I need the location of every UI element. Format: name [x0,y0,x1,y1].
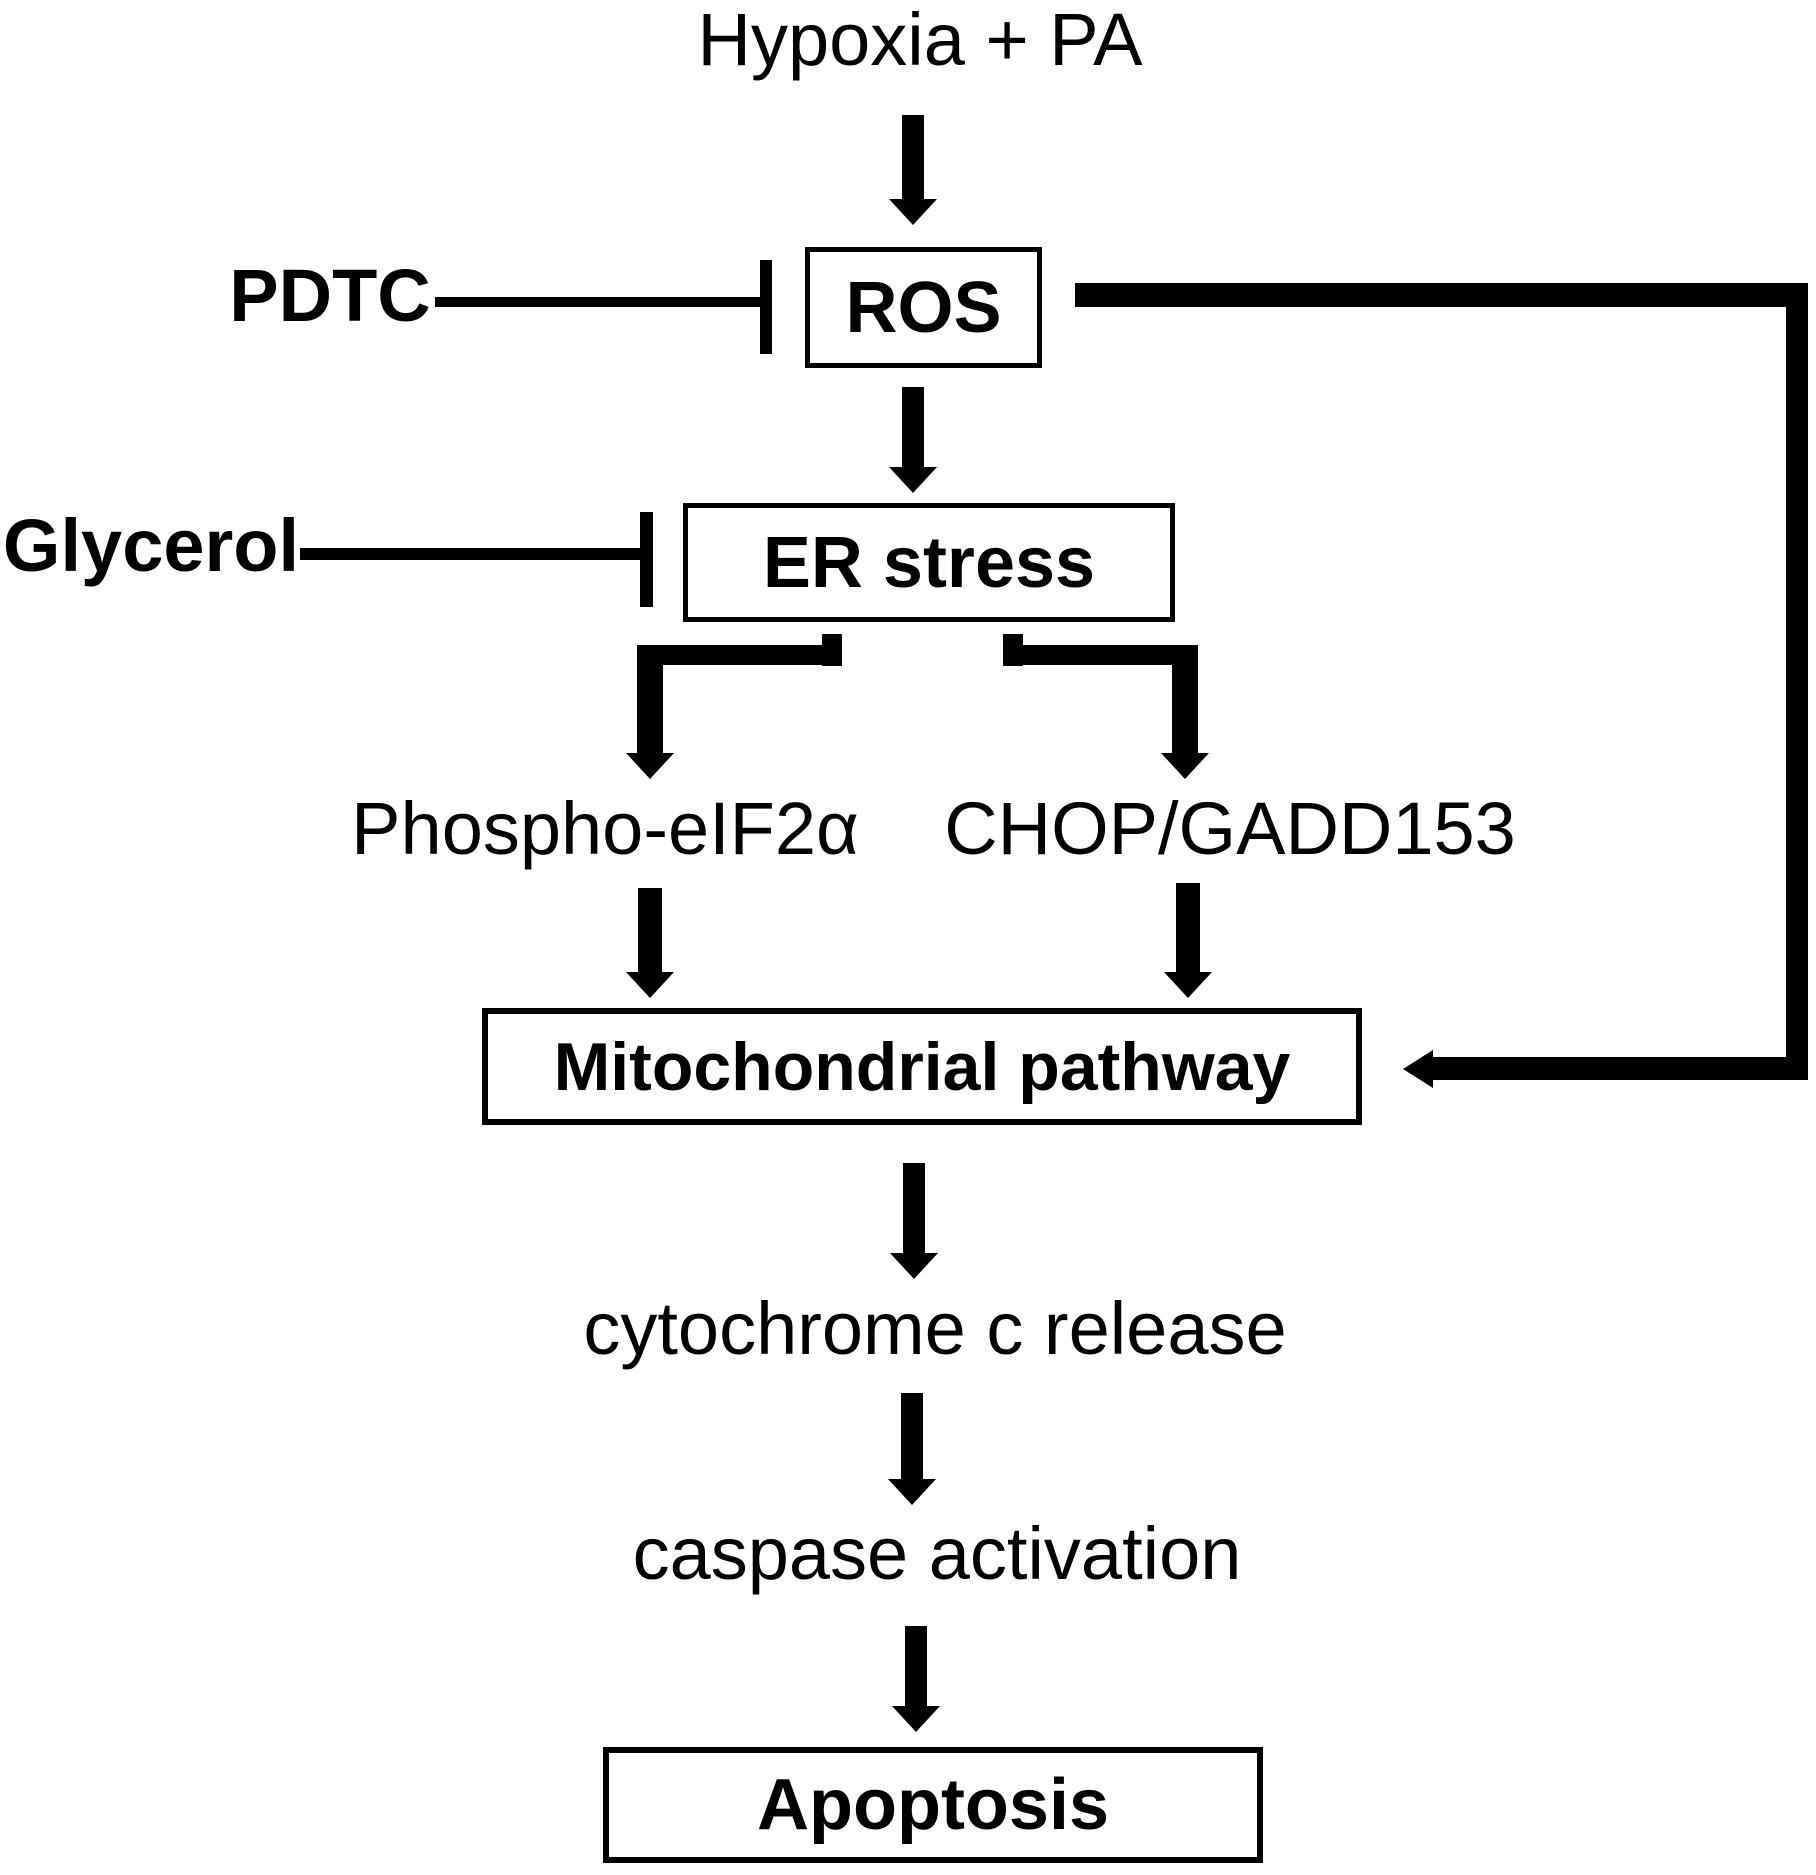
node-apoptosis: Apoptosis [603,1747,1263,1863]
label-hypoxia-pa: Hypoxia + PA [697,0,1143,81]
arrow-ros-to-erstress-head-icon [889,467,937,493]
node-er-stress-label: ER stress [762,522,1096,603]
arrow-caspase-to-apoptosis-shaft [905,1626,927,1706]
arrow-phospho-to-mito-head-icon [626,972,674,998]
feedback-ros-top-bar [1075,283,1808,307]
elbow-erstress-to-phospho-shaft [637,645,663,753]
elbow-erstress-to-phospho-head-icon [626,753,674,779]
arrow-caspase-to-apoptosis-head-icon [892,1706,940,1732]
arrow-mito-to-cytochrome-shaft [903,1163,925,1253]
node-ros-label: ROS [845,267,1002,348]
arrow-cytochrome-to-caspase-shaft [901,1393,923,1479]
feedback-ros-right-vertical [1786,283,1808,1080]
arrow-hypoxia-to-ros-shaft [902,115,924,199]
node-mitochondrial-pathway: Mitochondrial pathway [482,1008,1362,1125]
elbow-erstress-to-phospho-bar [637,645,842,665]
arrow-chop-to-mito-shaft [1176,883,1200,972]
label-caspase-activation: caspase activation [632,1512,1242,1595]
node-ros: ROS [805,247,1042,368]
arrow-mito-to-cytochrome-head-icon [890,1253,938,1279]
feedback-ros-head-icon [1403,1050,1433,1088]
glycerol-inhibition-line [300,548,640,560]
glycerol-inhibition-tbar-icon [640,512,653,607]
label-chop-gadd153: CHOP/GADD153 [944,787,1516,870]
label-cytochrome-c-release: cytochrome c release [583,1287,1287,1370]
pdtc-inhibition-line [435,297,760,307]
node-er-stress: ER stress [683,503,1175,622]
elbow-erstress-to-chop-bar [1003,645,1198,665]
elbow-erstress-to-chop-head-icon [1161,753,1209,779]
arrow-chop-to-mito-head-icon [1164,972,1212,998]
arrow-hypoxia-to-ros-head-icon [889,199,937,225]
pdtc-inhibition-tbar-icon [760,260,772,354]
label-pdtc: PDTC [229,254,431,337]
feedback-ros-bottom-bar [1431,1057,1808,1080]
arrow-ros-to-erstress-shaft [902,387,924,467]
node-mitochondrial-pathway-label: Mitochondrial pathway [553,1028,1291,1105]
arrow-phospho-to-mito-shaft [638,888,662,972]
label-glycerol: Glycerol [2,504,300,587]
elbow-erstress-to-chop-shaft [1172,645,1198,753]
node-apoptosis-label: Apoptosis [757,1765,1109,1845]
label-phospho-eif2a: Phospho-eIF2α [351,787,859,870]
arrow-cytochrome-to-caspase-head-icon [888,1479,936,1505]
